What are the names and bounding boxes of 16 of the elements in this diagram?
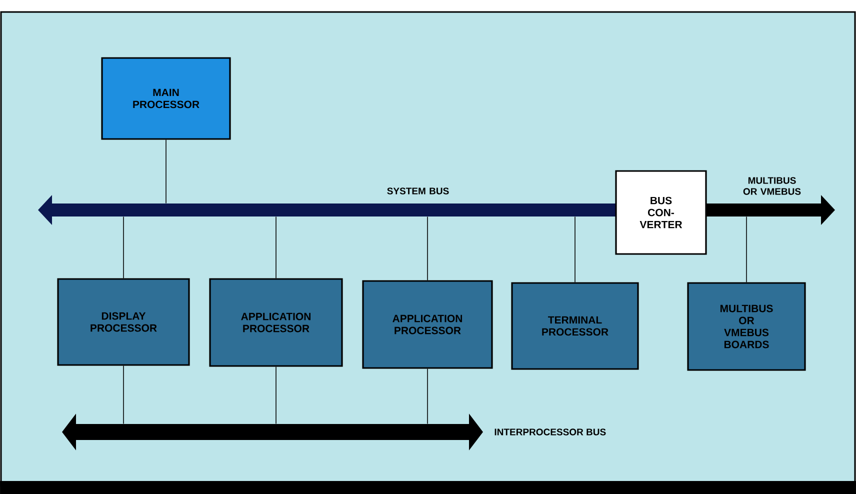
processor-box: MULTIBUS OR VMEBUS BOARDS [687,282,806,371]
processor-box: APPLICATION PROCESSOR [362,280,493,369]
connector-line [427,216,428,281]
processor-box: APPLICATION PROCESSOR [209,278,343,367]
converter-box: BUS CON- VERTER [615,170,707,255]
connector-line [123,365,124,424]
connector-line [746,216,747,283]
processor-box: TERMINAL PROCESSOR [511,282,639,370]
connector-line [123,216,124,279]
processor-box: DISPLAY PROCESSOR [57,278,190,366]
connector-line [574,216,576,283]
processor-box: MAIN PROCESSOR [101,57,231,140]
bus-label: SYSTEM BUS [387,188,449,194]
connector-line [427,368,428,424]
bus-label: MULTIBUS OR VMEBUS [743,177,801,195]
bus-label: INTERPROCESSOR BUS [494,428,606,436]
